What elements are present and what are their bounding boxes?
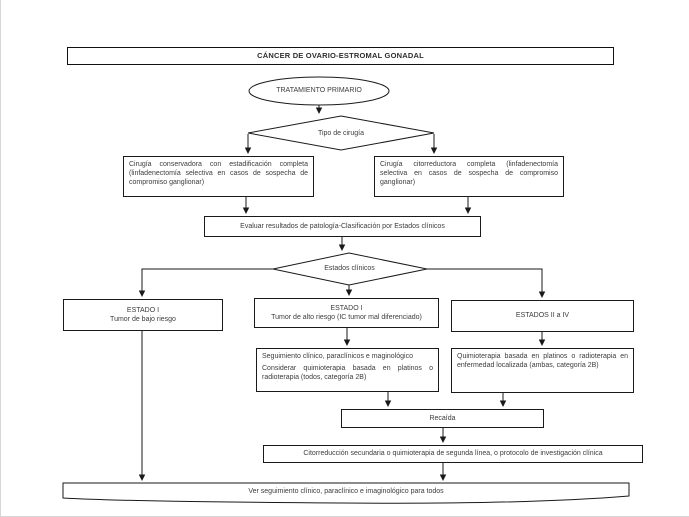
page-title: CÁNCER DE OVARIO-ESTROMAL GONADAL bbox=[67, 47, 614, 65]
second-line-box: Citorreducción secundaria o quimioterapi… bbox=[263, 445, 643, 463]
conservative-surgery-box: Cirugía conservadora con estadificación … bbox=[123, 156, 314, 197]
surgery-type-diamond bbox=[247, 115, 435, 151]
stages2-4-box: ESTADOS II a IV bbox=[451, 300, 634, 332]
conservative-surgery-text: Cirugía conservadora con estadificación … bbox=[129, 161, 308, 187]
stages2-4-text: ESTADOS II a IV bbox=[515, 312, 570, 320]
arrow-diamond2-to-stage1-low bbox=[138, 268, 273, 297]
stage1-high-risk-title: ESTADO I bbox=[330, 304, 363, 312]
surgery-type-label: Tipo de cirugía bbox=[317, 129, 365, 137]
relapse-text: Recaída bbox=[429, 414, 456, 422]
arrow-diamond2-to-stages2-4 bbox=[427, 268, 546, 298]
relapse-box: Recaída bbox=[341, 409, 544, 428]
stage1-low-risk-subtitle: Tumor de bajo riesgo bbox=[110, 316, 176, 323]
evaluate-pathology-text: Evaluar resultados de patología-Clasific… bbox=[240, 222, 445, 230]
followup-consider-box: Seguimiento clínico, paraclínicos e magi… bbox=[256, 348, 439, 392]
stage1-high-risk-subtitle: Tumor de alto riesgo (IC tumor mal difer… bbox=[271, 314, 422, 321]
final-followup-label: Ver seguimiento clínico, paraclínico e i… bbox=[248, 488, 444, 496]
final-followup-shape bbox=[62, 482, 630, 504]
clinical-stages-label: Estados clínicos bbox=[324, 264, 375, 272]
cytoreductive-surgery-text: Cirugía citorreductora completa (linfade… bbox=[380, 161, 558, 187]
cytoreductive-surgery-box: Cirugía citorreductora completa (linfade… bbox=[374, 156, 564, 197]
stage1-high-risk-box: ESTADO I Tumor de alto riesgo (IC tumor … bbox=[254, 298, 439, 328]
stage1-low-risk-title: ESTADO I bbox=[126, 306, 160, 314]
chemo-localized-box: Quimioterapia basada en platinos o radio… bbox=[451, 348, 634, 393]
evaluate-pathology-box: Evaluar resultados de patología-Clasific… bbox=[204, 216, 481, 237]
chemo-localized-text: Quimioterapia basada en platinos o radio… bbox=[457, 353, 628, 370]
stage1-low-risk-box: ESTADO I Tumor de bajo riesgo bbox=[63, 299, 223, 331]
consider-chemo-line: Considerar quimioterapia basada en plati… bbox=[262, 365, 433, 382]
followup-line: Seguimiento clínico, paraclínicos e magi… bbox=[262, 353, 413, 360]
primary-treatment-label: TRATAMIENTO PRIMARIO bbox=[276, 87, 362, 95]
second-line-text: Citorreducción secundaria o quimioterapi… bbox=[303, 450, 603, 458]
